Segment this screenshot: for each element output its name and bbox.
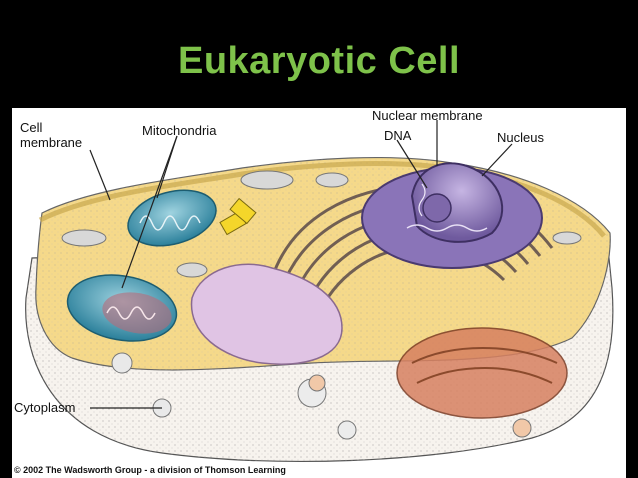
label-dna: DNA (384, 128, 412, 143)
label-cell-membrane-line1: Cell (20, 120, 43, 135)
cell-diagram-panel: Cell membrane Mitochondria Nuclear membr… (12, 108, 626, 478)
golgi-body (396, 327, 568, 419)
label-nuclear-membrane: Nuclear membrane (372, 108, 483, 123)
centriole (219, 197, 257, 236)
label-mitochondria: Mitochondria (142, 123, 217, 138)
vesicles (61, 170, 582, 440)
leader-lines (89, 120, 513, 409)
vacuole-structure (190, 263, 343, 365)
mitochondrion-lower (66, 274, 178, 342)
copyright-credit: © 2002 The Wadsworth Group - a division … (14, 465, 286, 475)
cell-illustration (25, 120, 614, 463)
mitochondrion-upper (127, 189, 217, 247)
slide-title: Eukaryotic Cell (177, 40, 461, 82)
label-nucleus: Nucleus (497, 130, 544, 145)
nucleus (361, 162, 543, 269)
label-cytoplasm: Cytoplasm (14, 400, 76, 415)
cell-membrane-rim (38, 161, 606, 238)
label-cell-membrane-line2: membrane (20, 135, 83, 150)
